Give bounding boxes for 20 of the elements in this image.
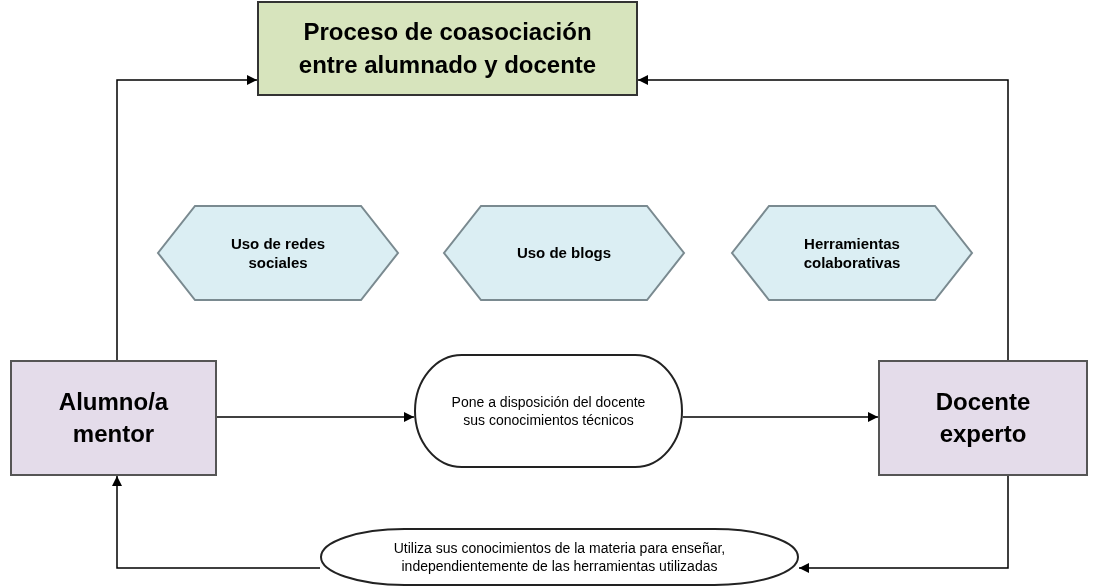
- node-title: Proceso de coasociación entre alumnado y docente: [297, 17, 598, 80]
- arrow: [798, 475, 1009, 573]
- node-title: Alumno/a mentor: [57, 386, 170, 449]
- arrow: [112, 475, 321, 569]
- node-text: Utiliza sus conocimientos de la materia para enseñar, independientemente de las herramientas utilizadas: [392, 538, 727, 576]
- node-title: Uso de blogs: [516, 243, 612, 263]
- node-title: Docente experto: [934, 386, 1032, 449]
- role-box: [10, 360, 217, 476]
- node-title: Uso de redes sociales: [229, 233, 327, 273]
- arrow: [637, 75, 1009, 361]
- node-text: Pone a disposición del docente sus conocimientos técnicos: [450, 392, 647, 430]
- hexagon-box: [157, 205, 399, 301]
- hexagon-box: [443, 205, 685, 301]
- process-box: [257, 1, 638, 96]
- arrow: [116, 75, 258, 361]
- node-title: Herramientas colaborativas: [802, 233, 902, 273]
- arrow: [682, 412, 879, 422]
- role-box: [878, 360, 1088, 476]
- hexagon-box: [731, 205, 973, 301]
- arrow: [216, 412, 415, 422]
